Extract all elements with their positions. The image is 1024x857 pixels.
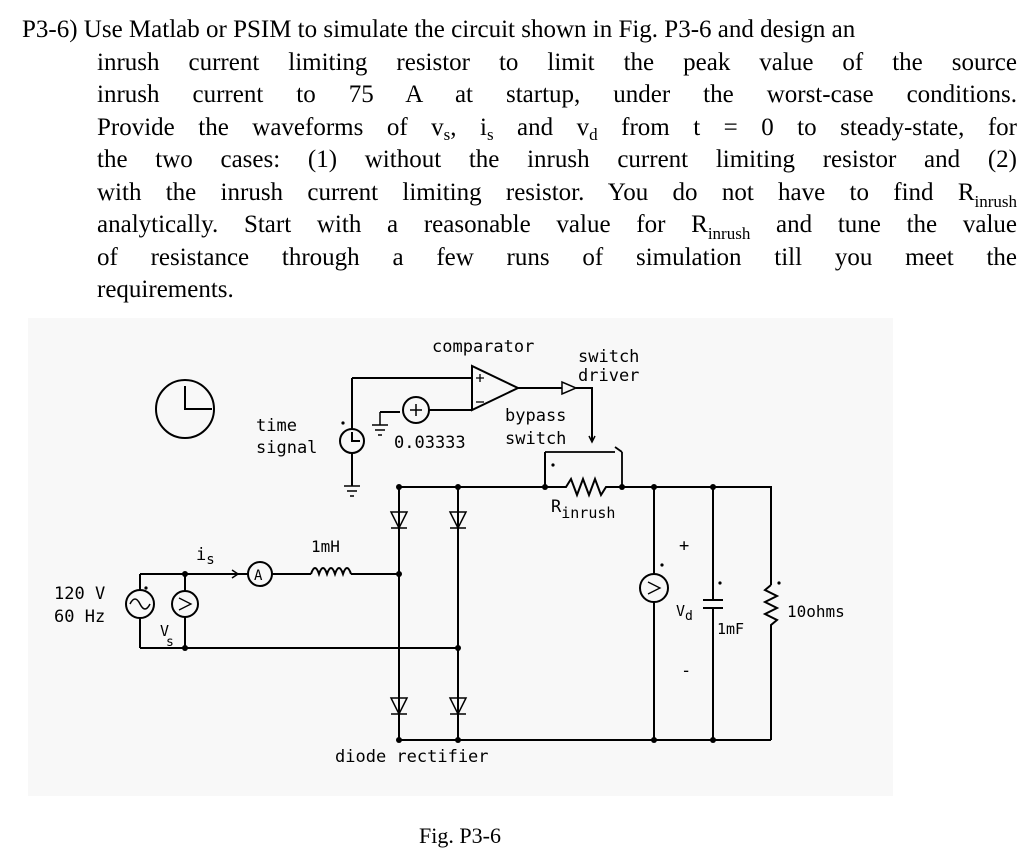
- output-voltmeter: [639, 563, 669, 740]
- vd-label: Vd: [676, 602, 693, 624]
- subscript: inrush: [707, 224, 751, 243]
- rinrush-label: Rinrush: [551, 497, 615, 522]
- vd-plus-label: +: [679, 536, 689, 556]
- vd-minus-label: -: [681, 661, 691, 681]
- clock-icon: [155, 379, 215, 439]
- ammeter: [216, 561, 311, 587]
- vs-main: V: [160, 622, 169, 640]
- subscript: s: [486, 124, 494, 144]
- caption-text: Fig. P3-6: [419, 823, 501, 848]
- ammeter-label: A: [254, 568, 263, 584]
- source-voltage-label: 120 V: [54, 584, 105, 604]
- load-label: 10ohms: [787, 602, 845, 621]
- circuit-diagram: comparator switch driver time signal 0.0…: [28, 318, 893, 796]
- is-sub: s: [206, 552, 214, 568]
- bypass-switch-label: switch: [505, 429, 566, 449]
- inductor: [310, 567, 399, 578]
- threshold-source: [372, 396, 472, 436]
- figure-caption: Fig. P3-6: [0, 823, 1024, 849]
- inductor-label: 1mH: [311, 537, 340, 556]
- problem-line-5: the two cases: (1) without the inrush cu…: [97, 146, 1017, 173]
- switch-driver-label: driver: [578, 366, 639, 386]
- ac-source: [125, 573, 458, 649]
- time-signal-source: [339, 377, 472, 497]
- load-resistor: [762, 581, 781, 740]
- problem-line-1: P3-6) Use Matlab or PSIM to simulate the…: [22, 14, 1017, 47]
- comparator-label: comparator: [432, 337, 534, 357]
- problem-line-7: analytically. Start with a reasonable va…: [22, 209, 1017, 242]
- inrush-resistor: [458, 476, 654, 498]
- problem-line-9: requirements.: [97, 276, 234, 303]
- dc-bus-top-right: [654, 486, 772, 585]
- bypass-switch: [544, 446, 623, 487]
- rinrush-main: R: [551, 497, 562, 517]
- vd-main: V: [676, 602, 685, 620]
- problem-text: , i: [450, 113, 487, 141]
- comparator: [471, 364, 562, 412]
- source-frequency-label: 60 Hz: [54, 607, 105, 627]
- problem-line-4: Provide the waveforms of vs, is and vd f…: [22, 112, 1017, 145]
- problem-text: and tune the value: [750, 211, 1017, 238]
- bypass-switch-label: bypass: [505, 406, 566, 426]
- rinrush-sub: inrush: [561, 504, 615, 522]
- problem-line-3: inrush current to 75 A at startup, under…: [97, 81, 1017, 108]
- problem-statement: P3-6) Use Matlab or PSIM to simulate the…: [22, 14, 1017, 307]
- problem-text: from t = 0 to steady-state, for: [597, 113, 1017, 141]
- switch-driver: [561, 380, 596, 444]
- is-label: is: [196, 545, 215, 568]
- switch-driver-label: switch: [578, 347, 639, 367]
- is-main: i: [196, 545, 206, 565]
- problem-line-6: with the inrush current limiting resisto…: [22, 177, 1017, 210]
- problem-text: analytically. Start with a reasonable va…: [97, 211, 708, 238]
- figure-background: [28, 318, 893, 796]
- vs-sub: s: [166, 635, 174, 650]
- circuit-figure: comparator switch driver time signal 0.0…: [0, 310, 1024, 857]
- problem-text: Provide the waveforms of v: [97, 113, 444, 141]
- subscript: d: [589, 124, 598, 144]
- rectifier-label: diode rectifier: [335, 747, 489, 767]
- junction-dots: [182, 484, 716, 743]
- threshold-label: 0.03333: [394, 433, 466, 453]
- time-signal-label: signal: [256, 438, 317, 458]
- time-signal-label: time: [256, 416, 297, 436]
- problem-text: P3-6) Use Matlab or PSIM to simulate the…: [22, 16, 856, 43]
- problem-line-2: inrush current limiting resistor to limi…: [97, 48, 1017, 76]
- vd-sub: d: [685, 609, 693, 624]
- diode-rectifier: [389, 487, 468, 740]
- subscript: inrush: [974, 191, 1018, 211]
- problem-text: and v: [493, 113, 590, 141]
- problem-line-8: of resistance through a few runs of simu…: [97, 243, 1017, 271]
- problem-text: with the inrush current limiting resisto…: [97, 178, 975, 206]
- capacitor-label: 1mF: [717, 620, 744, 638]
- subscript: s: [443, 124, 451, 144]
- capacitor: [703, 581, 723, 740]
